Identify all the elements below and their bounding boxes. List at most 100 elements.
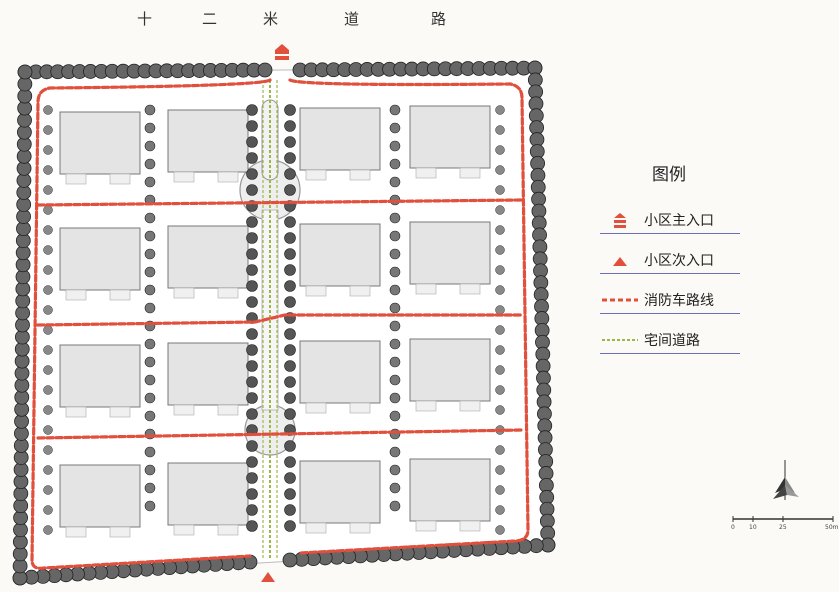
legend-label: 小区主入口 (644, 213, 714, 229)
tree (43, 425, 53, 435)
tree (246, 152, 258, 164)
tree (495, 485, 505, 495)
building-annex (459, 283, 481, 295)
tree (246, 104, 258, 116)
tree (144, 302, 156, 314)
legend: 图例 小区主入口 小区次入口 消防车路线 宅间道路 (600, 160, 750, 367)
tree (43, 405, 53, 415)
building-annex (217, 404, 239, 416)
perimeter-tree (17, 64, 33, 80)
legend-item-main-entrance: 小区主入口 (600, 207, 740, 234)
building-annex (305, 285, 327, 297)
tree (43, 125, 53, 135)
tree (246, 232, 258, 244)
building-annex (459, 167, 481, 179)
building-annex (65, 526, 87, 538)
tree (284, 344, 296, 356)
tree (284, 376, 296, 388)
road-title-char: 十 (137, 10, 153, 28)
tree (495, 245, 505, 255)
tree (389, 446, 401, 458)
legend-item-lane: 宅间道路 (600, 327, 740, 354)
tree (43, 485, 53, 495)
building (59, 227, 141, 291)
tree (144, 266, 156, 278)
tree (43, 385, 53, 395)
tree (495, 505, 505, 515)
tree (246, 392, 258, 404)
building (167, 462, 249, 526)
tree (284, 360, 296, 372)
perimeter-trees (12, 60, 556, 586)
building-annex (349, 285, 371, 297)
tree (43, 225, 53, 235)
building-annex (349, 402, 371, 414)
tree (284, 472, 296, 484)
tree (389, 392, 401, 404)
tree (43, 325, 53, 335)
tree (43, 365, 53, 375)
tree (246, 280, 258, 292)
tree (144, 410, 156, 422)
tree (246, 408, 258, 420)
building (299, 340, 381, 404)
secondary-entrance-marker (261, 572, 275, 582)
tree (43, 165, 53, 175)
building-annex (217, 287, 239, 299)
tree (495, 165, 505, 175)
tree (389, 104, 401, 116)
tree (144, 374, 156, 386)
tree (495, 405, 505, 415)
tree (246, 296, 258, 308)
tree (43, 185, 53, 195)
scale-tick-label: 0 (731, 524, 735, 531)
tree (144, 482, 156, 494)
tree (43, 345, 53, 355)
building (59, 111, 141, 175)
tree (144, 140, 156, 152)
building-annex (109, 406, 131, 418)
tree (495, 105, 505, 115)
tree (389, 266, 401, 278)
building-annex (305, 169, 327, 181)
tree (495, 125, 505, 135)
tree (389, 230, 401, 242)
building-annex (173, 404, 195, 416)
legend-item-secondary-entrance: 小区次入口 (600, 247, 740, 274)
tree (43, 285, 53, 295)
building (59, 344, 141, 408)
site-plan-map (12, 44, 556, 586)
inner-trees (43, 104, 505, 535)
road-title-char: 米 (263, 10, 279, 28)
tree (144, 338, 156, 350)
fire-route-line (602, 298, 638, 302)
building-annex (459, 400, 481, 412)
building-annex (415, 520, 437, 532)
perimeter-tree (257, 62, 273, 78)
tree (284, 408, 296, 420)
tree (144, 464, 156, 476)
tree (284, 216, 296, 228)
main-entrance-marker (275, 44, 289, 60)
building-annex (65, 173, 87, 185)
building-annex (217, 524, 239, 536)
building (59, 464, 141, 528)
tree (284, 440, 296, 452)
tree (284, 152, 296, 164)
tree (246, 504, 258, 516)
building-annex (415, 283, 437, 295)
tree (389, 500, 401, 512)
tree (43, 245, 53, 255)
tree (246, 456, 258, 468)
tree (389, 356, 401, 368)
tree (43, 505, 53, 515)
building-annex (305, 522, 327, 534)
tree (43, 445, 53, 455)
tree (495, 185, 505, 195)
fire-route-east-loop (288, 78, 530, 555)
building-annex (109, 173, 131, 185)
tree (284, 168, 296, 180)
road-title-char: 二 (202, 10, 218, 28)
tree (144, 392, 156, 404)
tree (246, 120, 258, 132)
